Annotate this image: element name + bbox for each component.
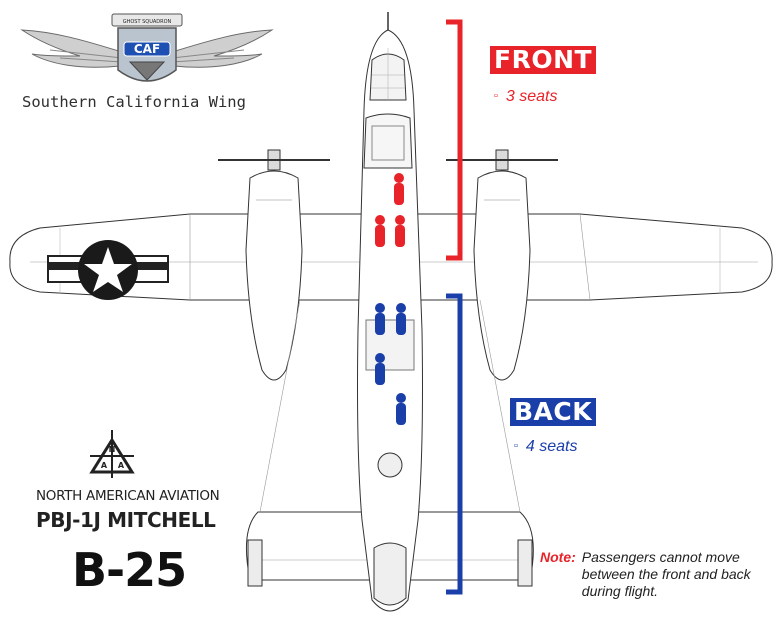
front-bracket <box>446 19 463 261</box>
back-passenger-1 <box>375 303 385 335</box>
naa-logo: N A A <box>89 430 135 478</box>
front-passenger-2 <box>375 215 385 247</box>
aircraft-maker: NORTH AMERICAN AVIATION <box>36 488 220 504</box>
bullet-icon: ▫ <box>494 90 498 102</box>
back-section-title: BACK <box>510 398 597 426</box>
back-seat-count: ▫ 4 seats <box>514 438 578 456</box>
bullet-icon: ▫ <box>514 440 518 452</box>
naa-letter-a2: A <box>118 461 125 470</box>
flight-note: Note: Passengers cannot move between the… <box>540 549 770 600</box>
naa-letter-n: N <box>109 445 116 454</box>
front-passenger-3 <box>395 215 405 247</box>
passenger-markers-back <box>375 303 406 425</box>
passenger-markers-front <box>375 173 405 247</box>
star-insignia <box>47 240 169 300</box>
front-section-title: FRONT <box>490 46 597 74</box>
wing-name: Southern California Wing <box>22 93 246 111</box>
back-passenger-2 <box>396 303 406 335</box>
front-passenger-1 <box>394 173 404 205</box>
back-passenger-3 <box>375 353 385 385</box>
caf-badge-text: CAF <box>134 42 160 56</box>
aircraft-designation: B-25 <box>72 543 187 597</box>
naa-letter-a1: A <box>101 461 108 470</box>
back-seats-text: 4 seats <box>525 438 578 455</box>
note-label: Note: <box>540 549 576 565</box>
front-seats-text: 3 seats <box>505 88 558 105</box>
squadron-text: GHOST SQUADRON <box>123 19 172 25</box>
caf-logo: GHOST SQUADRON CAF <box>20 13 274 82</box>
aircraft-model: PBJ-1J MITCHELL <box>36 508 216 532</box>
back-passenger-4 <box>396 393 406 425</box>
note-text: Passengers cannot move between the front… <box>581 549 751 599</box>
back-bracket <box>446 293 463 595</box>
front-seat-count: ▫ 3 seats <box>494 88 558 106</box>
aircraft-drawing <box>9 12 773 612</box>
